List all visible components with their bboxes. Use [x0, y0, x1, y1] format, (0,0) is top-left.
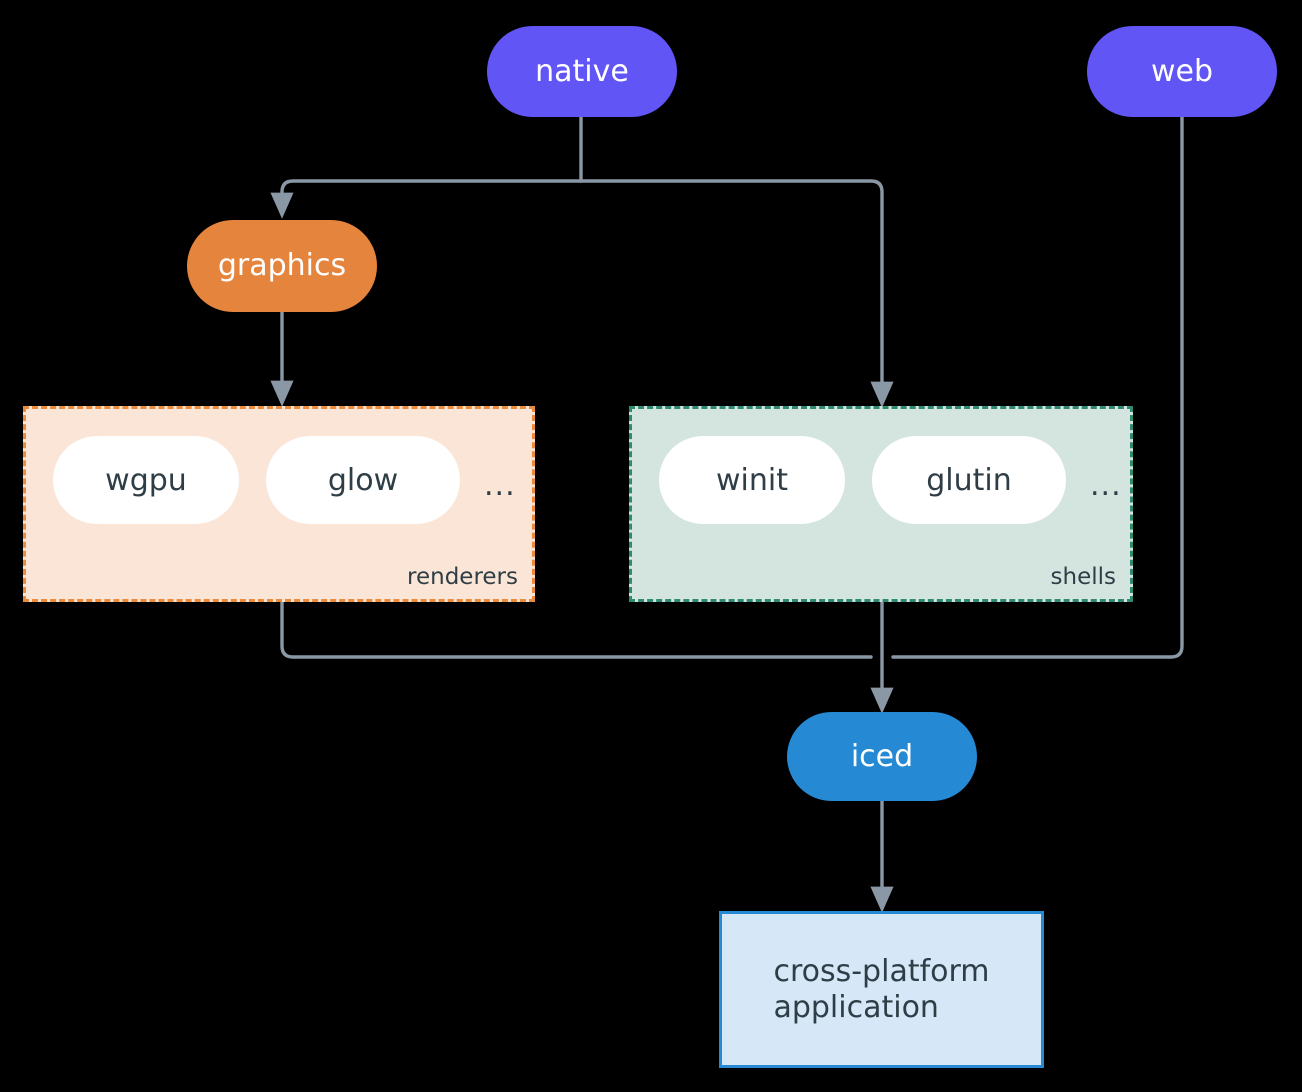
- node-iced-label: iced: [850, 738, 914, 774]
- node-iced[interactable]: iced: [787, 712, 977, 801]
- node-native-label: native: [535, 53, 629, 89]
- group-item-glow[interactable]: glow: [266, 436, 460, 524]
- group-item-winit-label: winit: [716, 462, 788, 498]
- group-item-glutin-label: glutin: [926, 462, 1012, 498]
- group-item-wgpu[interactable]: wgpu: [53, 436, 239, 524]
- group-renderers-ellipsis: ...: [484, 468, 516, 503]
- node-web[interactable]: web: [1087, 26, 1277, 117]
- group-item-winit[interactable]: winit: [659, 436, 845, 524]
- edge-native-shells: [579, 179, 894, 408]
- group-item-glutin[interactable]: glutin: [872, 436, 1066, 524]
- group-renderers-caption: renderers: [407, 564, 518, 590]
- group-item-glow-label: glow: [327, 462, 399, 498]
- group-shells-ellipsis: ...: [1090, 468, 1122, 503]
- node-native[interactable]: native: [487, 26, 677, 117]
- node-cross-platform-application[interactable]: cross-platform application: [719, 911, 1044, 1068]
- group-shells: winit glutin ... shells: [629, 406, 1133, 602]
- node-graphics-label: graphics: [217, 248, 347, 284]
- node-application-label: cross-platform application: [773, 954, 990, 1025]
- group-renderers: wgpu glow ... renderers: [23, 406, 535, 602]
- group-shells-caption: shells: [1050, 564, 1116, 590]
- group-item-wgpu-label: wgpu: [105, 462, 187, 498]
- edge-native-graphics: [270, 179, 583, 219]
- node-graphics[interactable]: graphics: [187, 220, 377, 312]
- edge-renderers-iced: [280, 600, 873, 659]
- node-web-label: web: [1150, 53, 1214, 89]
